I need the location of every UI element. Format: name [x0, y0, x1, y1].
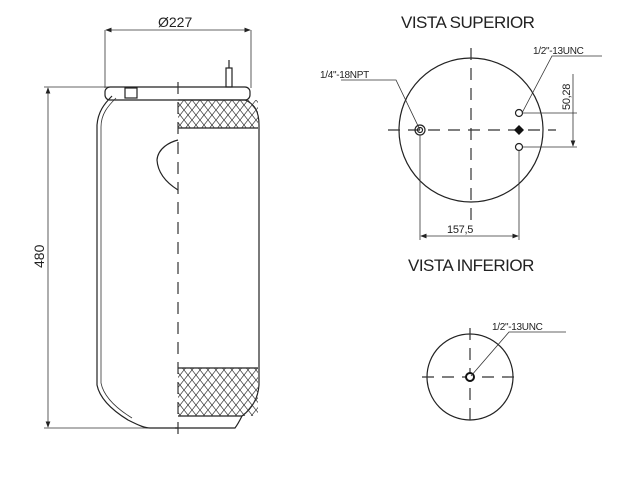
air-port-hole-inner — [416, 126, 424, 134]
stud-spacing-label: 50,28 — [561, 84, 573, 110]
center-stud-marker — [514, 125, 524, 135]
stud-nut — [124, 87, 138, 99]
stud-hole — [514, 142, 524, 152]
bottom-stud-label: 1/2"-13UNC — [492, 322, 543, 333]
bottom-stud-leader — [470, 331, 566, 377]
side-view: Ø227 480 — [31, 14, 260, 440]
height-label: 480 — [31, 244, 47, 268]
stud-thread-label: 1/2"-13UNC — [533, 46, 584, 57]
mesh-reinforcement-bottom — [178, 368, 258, 416]
bottom-view-title: VISTA INFERIOR — [408, 256, 534, 275]
bellows-outline — [96, 95, 178, 429]
top-view-title: VISTA SUPERIOR — [401, 13, 535, 32]
stud-thread-leader — [521, 55, 602, 114]
piston-base — [175, 415, 243, 429]
air-port-leader — [341, 79, 421, 131]
section-cutout — [156, 139, 179, 191]
diameter-label: Ø227 — [158, 14, 192, 30]
air-fitting — [225, 67, 233, 88]
mesh-reinforcement-top — [178, 100, 258, 128]
top-view: VISTA SUPERIOR 1/4"-18NPT 1/2"-13UNC 157… — [320, 13, 602, 240]
stud-hole — [514, 108, 524, 118]
air-port-label: 1/4"-18NPT — [320, 70, 369, 81]
bellows-inner-outline — [100, 97, 133, 419]
bottom-view: VISTA INFERIOR 1/2"-13UNC — [408, 256, 566, 426]
hole-spacing-label: 157,5 — [447, 224, 473, 236]
